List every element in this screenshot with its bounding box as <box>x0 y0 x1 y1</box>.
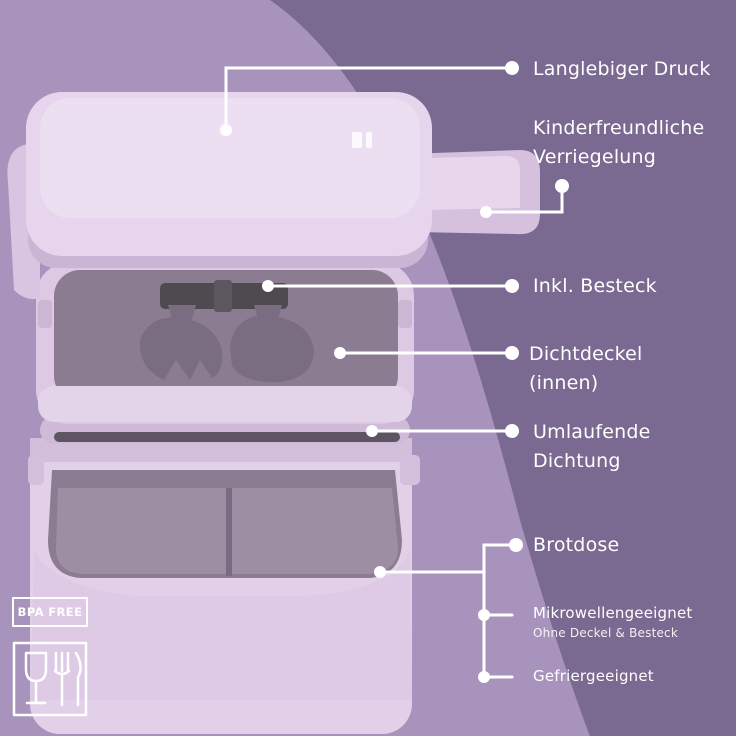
background-right-panel <box>270 0 736 736</box>
callout-dot-verriegelung <box>555 179 569 193</box>
label-dichtung-line2: Dichtung <box>533 450 621 472</box>
callout-line-druck <box>224 66 514 132</box>
mikrowelle-note: Ohne Deckel & Besteck <box>533 626 679 640</box>
callout-dot-besteck <box>505 279 519 293</box>
cutlery-set <box>139 280 314 383</box>
callout-dots <box>220 61 569 683</box>
callout-dot-brotdose-product <box>374 566 386 578</box>
callout-dot-dichtung-product <box>366 425 378 437</box>
callout-dot-mikrowelle <box>478 609 490 621</box>
label-dichtdeckel-line1: Dichtdeckel <box>529 343 643 365</box>
label-dichtung-line1: Umlaufende <box>533 421 651 443</box>
glass-fork-icon <box>12 641 88 717</box>
label-brotdose: Brotdose <box>533 534 620 556</box>
callout-lines <box>224 66 564 679</box>
middle-tray <box>36 262 414 424</box>
mikrowelle-text: Mikrowellengeeignet <box>533 604 693 622</box>
callout-dot-druck-product <box>220 124 232 136</box>
label-langlebiger-druck: Langlebiger Druck <box>533 58 711 80</box>
callout-dot-brotdose <box>509 538 523 552</box>
label-gefriergeeignet: Gefriergeeignet <box>533 667 654 685</box>
callout-dot-besteck-product <box>262 280 274 292</box>
label-verriegelung-line1: Kinderfreundliche <box>533 117 705 139</box>
callout-dot-dichtdeckel <box>505 346 519 360</box>
callout-dot-dichtung <box>505 424 519 438</box>
callout-dot-verriegelung-product <box>480 206 492 218</box>
bpa-free-badge-group: BPA FREE <box>12 597 92 719</box>
lunchbox-base <box>28 438 420 734</box>
bpa-free-badge: BPA FREE <box>12 597 88 627</box>
callout-line-brotdose <box>378 570 514 679</box>
callout-line-verriegelung <box>484 184 564 214</box>
top-lid <box>7 92 540 299</box>
label-inkl-besteck: Inkl. Besteck <box>533 275 657 297</box>
label-dichtdeckel-line2: (innen) <box>529 372 599 394</box>
callout-dot-gefrier <box>478 671 490 683</box>
callout-line-brotdose-top <box>482 543 516 574</box>
callout-dot-dichtdeckel-product <box>334 347 346 359</box>
label-mikrowellengeeignet: Mikrowellengeeignet Ohne Deckel & Bestec… <box>533 602 692 642</box>
callout-dot-druck <box>505 61 519 75</box>
label-verriegelung-line2: Verriegelung <box>533 146 657 168</box>
